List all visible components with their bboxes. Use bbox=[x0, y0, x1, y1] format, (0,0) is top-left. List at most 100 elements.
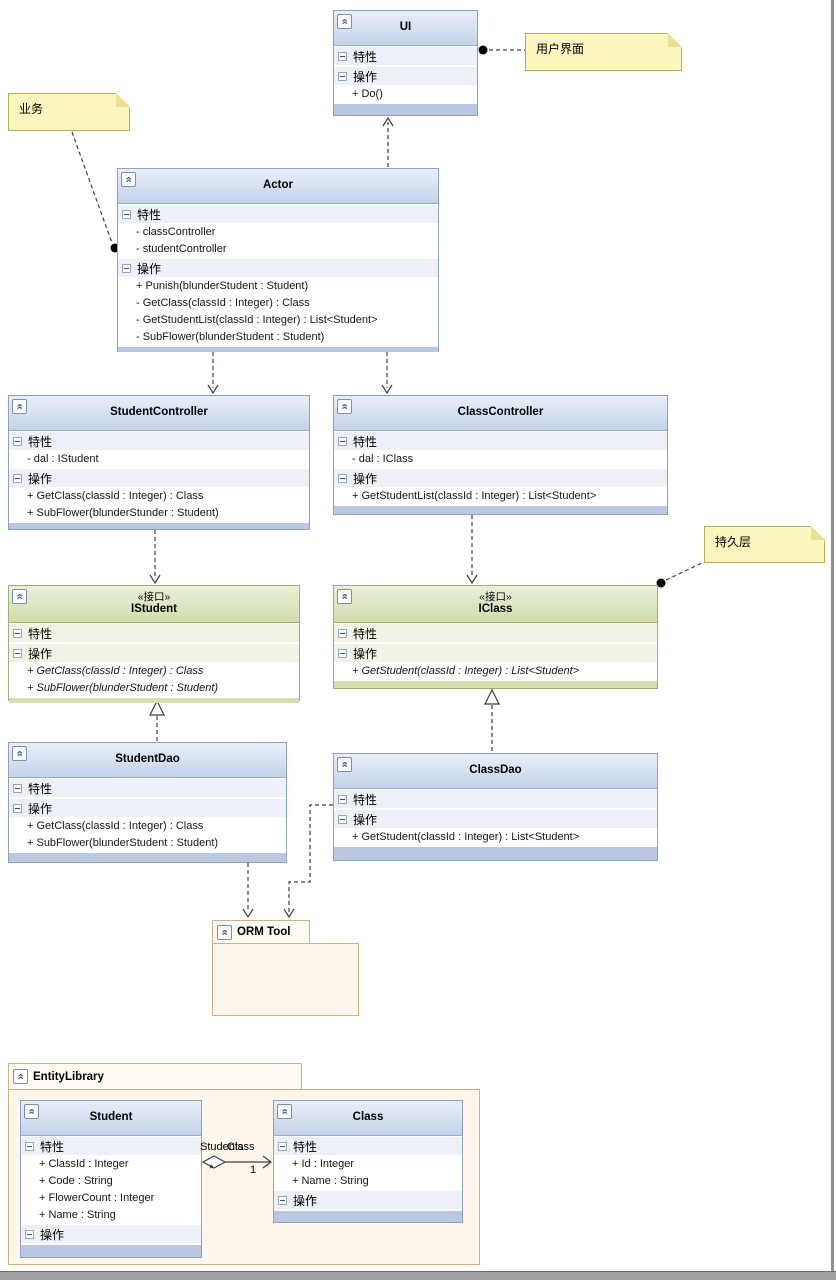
section-operations[interactable]: 操作 bbox=[274, 1190, 462, 1210]
member-row[interactable]: + GetStudentList(classId : Integer) : Li… bbox=[334, 488, 667, 505]
section-operations[interactable]: 操作 bbox=[9, 468, 309, 488]
collapse-minus-icon[interactable] bbox=[13, 473, 22, 483]
collapse-chevron-icon[interactable]: « bbox=[337, 589, 352, 604]
section-operations[interactable]: 操作 bbox=[334, 809, 657, 829]
section-properties[interactable]: 特性 bbox=[118, 204, 438, 224]
section-properties[interactable]: 特性 bbox=[21, 1136, 201, 1156]
section-operations[interactable]: 操作 bbox=[334, 468, 667, 488]
member-row[interactable]: + Code : String bbox=[21, 1173, 201, 1190]
collapse-minus-icon[interactable] bbox=[338, 473, 347, 483]
collapse-minus-icon[interactable] bbox=[338, 648, 347, 658]
collapse-minus-icon[interactable] bbox=[13, 648, 22, 658]
collapse-minus-icon[interactable] bbox=[25, 1229, 34, 1239]
class-box-studentcontroller[interactable]: « StudentController 特性 - dal : IStudent … bbox=[8, 395, 310, 530]
member-row[interactable]: - dal : IClass bbox=[334, 451, 667, 468]
section-operations[interactable]: 操作 bbox=[334, 66, 477, 86]
note-user-interface[interactable]: 用户界面 bbox=[525, 33, 682, 71]
collapse-chevron-icon[interactable]: « bbox=[12, 399, 27, 414]
collapse-chevron-icon[interactable]: « bbox=[337, 757, 352, 772]
member-row[interactable]: + GetStudent(classId : Integer) : List<S… bbox=[334, 829, 657, 846]
member-row[interactable]: + GetClass(classId : Integer) : Class bbox=[9, 488, 309, 505]
section-operations[interactable]: 操作 bbox=[9, 798, 286, 818]
section-properties[interactable]: 特性 bbox=[9, 431, 309, 451]
collapse-minus-icon[interactable] bbox=[338, 628, 347, 638]
dependency-classcontroller-iclass[interactable] bbox=[466, 515, 478, 585]
class-header[interactable]: « ClassController bbox=[334, 396, 667, 431]
section-properties[interactable]: 特性 bbox=[9, 623, 299, 643]
member-row[interactable]: - GetStudentList(classId : Integer) : Li… bbox=[118, 312, 438, 329]
collapse-minus-icon[interactable] bbox=[13, 628, 22, 638]
collapse-chevron-icon[interactable]: « bbox=[12, 589, 27, 604]
member-row[interactable]: + SubFlower(blunderStudent : Student) bbox=[9, 835, 286, 852]
member-row[interactable]: + GetClass(classId : Integer) : Class bbox=[9, 663, 299, 680]
section-properties[interactable]: 特性 bbox=[274, 1136, 462, 1156]
note-link-persistence[interactable] bbox=[656, 561, 705, 588]
collapse-minus-icon[interactable] bbox=[13, 783, 22, 793]
member-row[interactable]: + ClassId : Integer bbox=[21, 1156, 201, 1173]
collapse-chevron-icon[interactable]: « bbox=[337, 14, 352, 29]
section-properties[interactable]: 特性 bbox=[9, 778, 286, 798]
collapse-minus-icon[interactable] bbox=[13, 803, 22, 813]
class-header[interactable]: « UI bbox=[334, 11, 477, 46]
member-row[interactable]: + FlowerCount : Integer bbox=[21, 1190, 201, 1207]
collapse-minus-icon[interactable] bbox=[338, 436, 347, 446]
collapse-chevron-icon[interactable]: « bbox=[24, 1104, 39, 1119]
class-box-student[interactable]: « Student 特性 + ClassId : Integer + Code … bbox=[20, 1100, 202, 1258]
dependency-actor-ui[interactable] bbox=[382, 116, 394, 167]
member-row[interactable]: + Name : String bbox=[21, 1207, 201, 1224]
note-link-user-interface[interactable] bbox=[478, 45, 526, 55]
member-row[interactable]: + Id : Integer bbox=[274, 1156, 462, 1173]
dependency-actor-classcontroller[interactable] bbox=[381, 352, 393, 395]
collapse-minus-icon[interactable] bbox=[13, 436, 22, 446]
class-header[interactable]: « StudentController bbox=[9, 396, 309, 431]
interface-box-iclass[interactable]: « «接口» IClass 特性 操作 + GetStudent(classId… bbox=[333, 585, 658, 689]
member-row[interactable]: - GetClass(classId : Integer) : Class bbox=[118, 295, 438, 312]
section-properties[interactable]: 特性 bbox=[334, 431, 667, 451]
section-operations[interactable]: 操作 bbox=[334, 643, 657, 663]
collapse-chevron-icon[interactable]: « bbox=[217, 924, 232, 940]
collapse-minus-icon[interactable] bbox=[25, 1141, 34, 1151]
class-header[interactable]: « ClassDao bbox=[334, 754, 657, 789]
section-properties[interactable]: 特性 bbox=[334, 623, 657, 643]
class-box-class[interactable]: « Class 特性 + Id : Integer + Name : Strin… bbox=[273, 1100, 463, 1223]
dependency-studentdao-orm[interactable] bbox=[242, 863, 254, 919]
association-student-class[interactable] bbox=[201, 1155, 272, 1169]
collapse-chevron-icon[interactable]: « bbox=[12, 746, 27, 761]
dependency-classdao-orm[interactable] bbox=[283, 804, 333, 919]
member-row[interactable]: + GetStudent(classId : Integer) : List<S… bbox=[334, 663, 657, 680]
note-link-business[interactable] bbox=[71, 131, 120, 253]
member-row[interactable]: + Do() bbox=[334, 86, 477, 103]
collapse-minus-icon[interactable] bbox=[278, 1141, 287, 1151]
collapse-minus-icon[interactable] bbox=[122, 209, 131, 219]
package-tab-entitylibrary[interactable]: « EntityLibrary bbox=[8, 1063, 302, 1090]
collapse-minus-icon[interactable] bbox=[338, 814, 347, 824]
collapse-minus-icon[interactable] bbox=[338, 794, 347, 804]
collapse-chevron-icon[interactable]: « bbox=[337, 399, 352, 414]
section-properties[interactable]: 特性 bbox=[334, 46, 477, 66]
class-header[interactable]: « StudentDao bbox=[9, 743, 286, 778]
dependency-actor-studentcontroller[interactable] bbox=[207, 352, 219, 395]
class-header[interactable]: « Student bbox=[21, 1101, 201, 1136]
collapse-minus-icon[interactable] bbox=[338, 51, 347, 61]
dependency-studentcontroller-istudent[interactable] bbox=[149, 530, 161, 585]
class-header[interactable]: « Class bbox=[274, 1101, 462, 1136]
class-box-classdao[interactable]: « ClassDao 特性 操作 + GetStudent(classId : … bbox=[333, 753, 658, 861]
member-row[interactable]: + GetClass(classId : Integer) : Class bbox=[9, 818, 286, 835]
section-properties[interactable]: 特性 bbox=[334, 789, 657, 809]
interface-header[interactable]: « «接口» IStudent bbox=[9, 586, 299, 623]
collapse-minus-icon[interactable] bbox=[278, 1195, 287, 1205]
class-header[interactable]: « Actor bbox=[118, 169, 438, 204]
member-row[interactable]: + Punish(blunderStudent : Student) bbox=[118, 278, 438, 295]
collapse-minus-icon[interactable] bbox=[338, 71, 347, 81]
note-business[interactable]: 业务 bbox=[8, 93, 130, 131]
member-row[interactable]: + SubFlower(blunderStunder : Student) bbox=[9, 505, 309, 522]
section-operations[interactable]: 操作 bbox=[118, 258, 438, 278]
class-box-ui[interactable]: « UI 特性 操作 + Do() bbox=[333, 10, 478, 116]
interface-box-istudent[interactable]: « «接口» IStudent 特性 操作 + GetClass(classId… bbox=[8, 585, 300, 703]
member-row[interactable]: - SubFlower(blunderStudent : Student) bbox=[118, 329, 438, 346]
horizontal-scrollbar[interactable] bbox=[0, 1271, 836, 1280]
class-box-classcontroller[interactable]: « ClassController 特性 - dal : IClass 操作 +… bbox=[333, 395, 668, 515]
section-operations[interactable]: 操作 bbox=[21, 1224, 201, 1244]
interface-header[interactable]: « «接口» IClass bbox=[334, 586, 657, 623]
class-box-studentdao[interactable]: « StudentDao 特性 操作 + GetClass(classId : … bbox=[8, 742, 287, 863]
